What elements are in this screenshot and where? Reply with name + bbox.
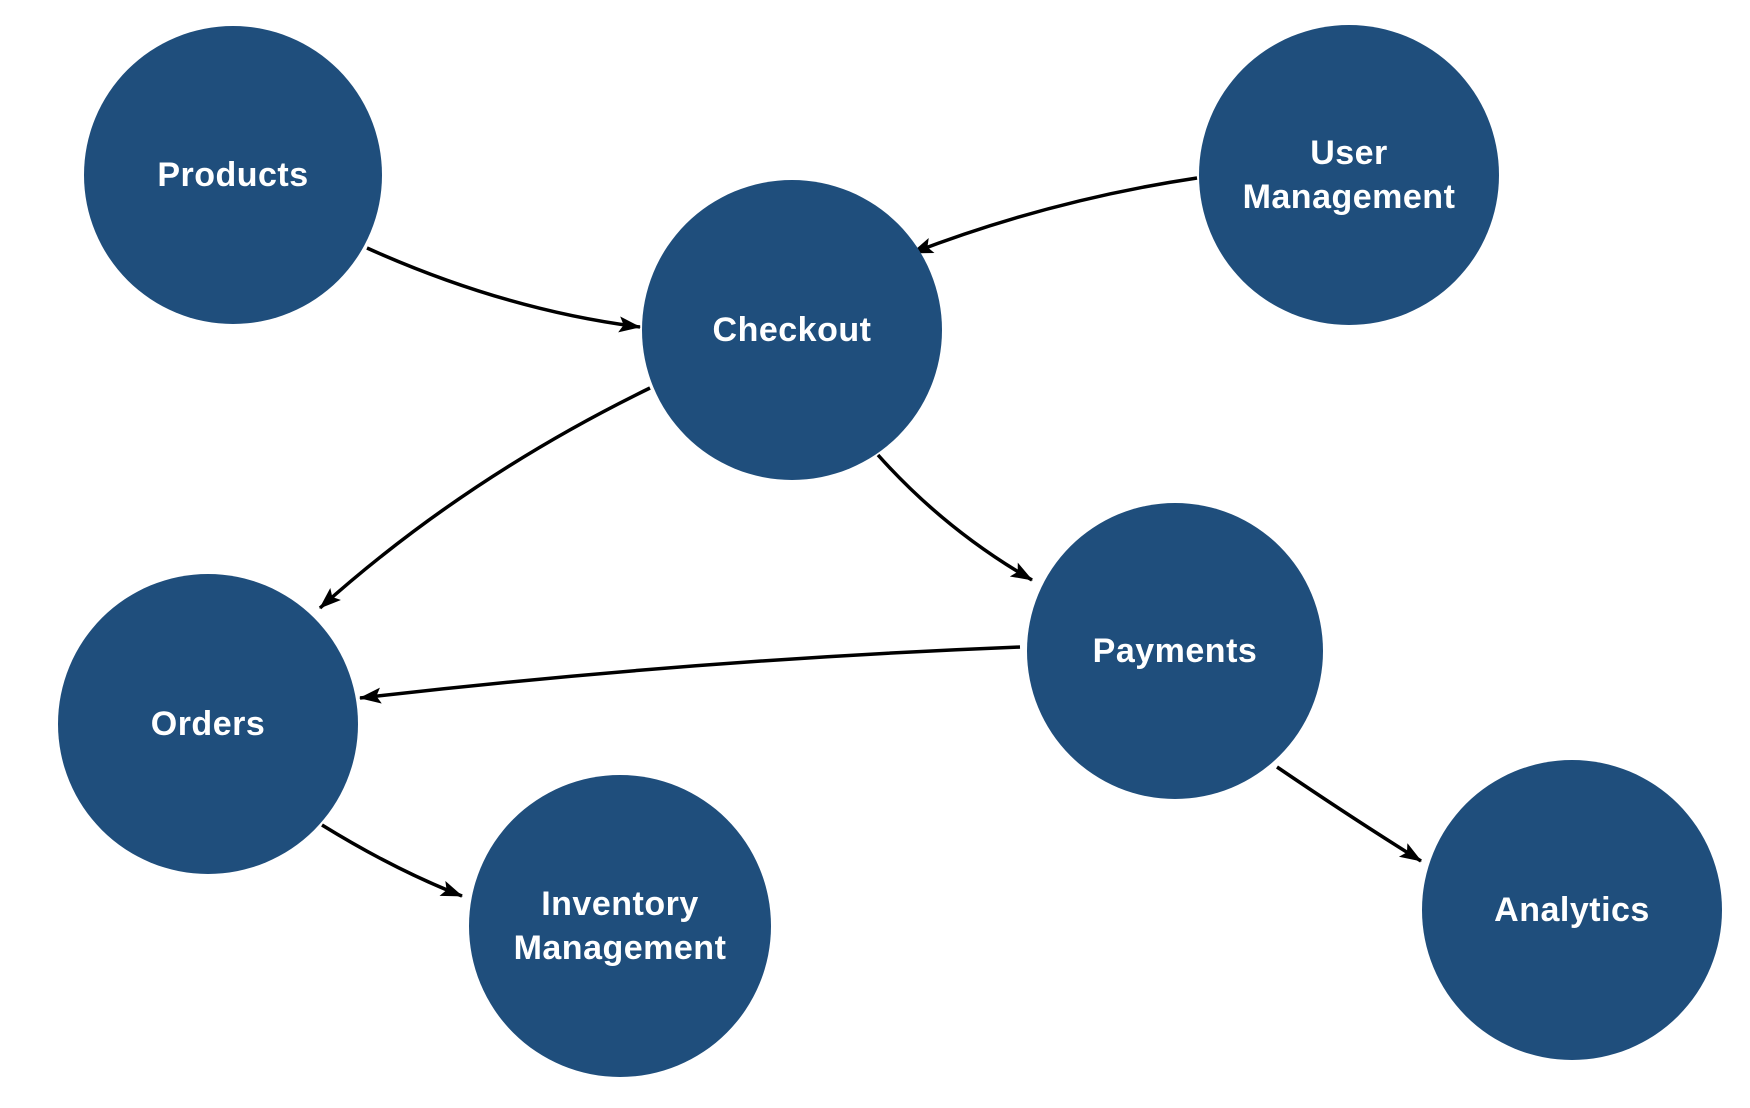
node-orders[interactable]: Orders <box>58 574 358 874</box>
node-label-checkout: Checkout <box>712 310 872 349</box>
edge-orders-to-inventory-management <box>321 823 463 898</box>
edges-layer <box>318 176 1422 898</box>
edge-checkout-to-payments <box>876 453 1033 582</box>
node-checkout[interactable]: Checkout <box>642 180 942 480</box>
edge-payments-to-orders <box>359 645 1021 704</box>
node-label-user-management: User Management <box>1242 133 1456 216</box>
node-user-management[interactable]: User Management <box>1199 25 1499 325</box>
edge-user-management-to-checkout <box>911 176 1198 255</box>
node-label-payments: Payments <box>1092 631 1258 670</box>
node-label-inventory-management: Inventory Management <box>513 884 727 967</box>
node-analytics[interactable]: Analytics <box>1422 760 1722 1060</box>
edge-payments-to-analytics <box>1276 765 1422 863</box>
node-payments[interactable]: Payments <box>1027 503 1323 799</box>
node-products[interactable]: Products <box>84 26 382 324</box>
edge-products-to-checkout <box>366 246 641 333</box>
node-label-products: Products <box>157 155 309 194</box>
node-label-orders: Orders <box>150 704 266 743</box>
edge-checkout-to-orders <box>318 386 651 610</box>
node-label-analytics: Analytics <box>1494 890 1650 929</box>
node-inventory-management[interactable]: Inventory Management <box>469 775 771 1077</box>
